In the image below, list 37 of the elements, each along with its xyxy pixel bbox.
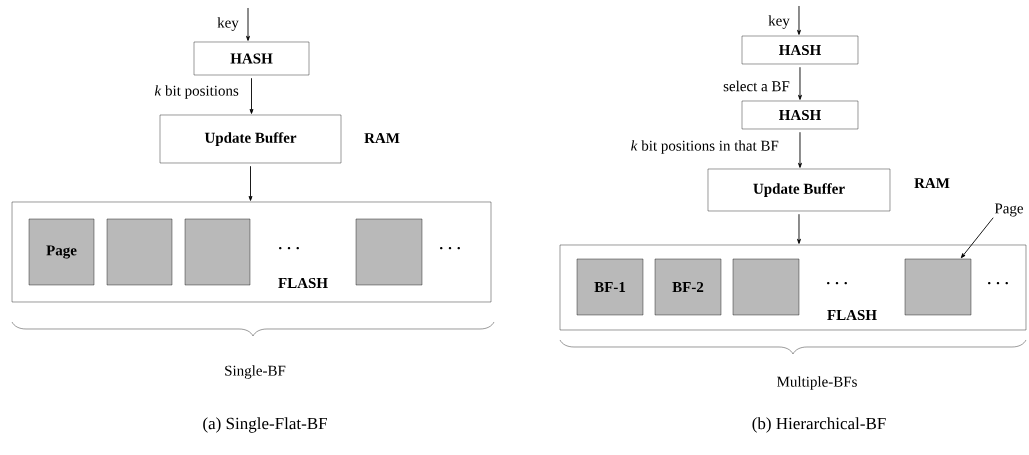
edge-label: k bit positions in that BF	[629, 139, 780, 155]
page-box	[184, 218, 251, 286]
arrow	[246, 7, 250, 41]
arrow	[249, 77, 254, 114]
edge-label: key	[767, 14, 791, 30]
page-box	[732, 258, 800, 316]
ellipsis: · · ·	[279, 246, 299, 250]
page-box: BF-2	[654, 258, 722, 316]
process-box: HASH	[741, 100, 859, 130]
memory-label: RAM	[914, 178, 950, 188]
page-box	[106, 218, 173, 286]
edge-label: key	[216, 16, 240, 32]
ellipsis: · · ·	[827, 281, 847, 285]
caption: (a) Single-Flat-BF	[203, 417, 327, 433]
page-box	[355, 218, 423, 286]
brace-label: Single-BF	[225, 365, 286, 379]
arrow	[248, 165, 253, 201]
page-box: BF-1	[576, 258, 644, 316]
page-box	[904, 258, 972, 316]
arrow	[798, 131, 802, 168]
callout-text: Page	[994, 203, 1024, 217]
caption: (b) Hierarchical-BF	[752, 417, 886, 433]
arrow	[960, 217, 994, 259]
ellipsis: · · ·	[988, 281, 1008, 285]
process-box: Update Buffer	[707, 168, 891, 212]
arrow	[797, 5, 801, 35]
edge-label: k bit positions	[153, 84, 240, 100]
arrow	[798, 66, 802, 100]
arrow	[797, 213, 801, 244]
process-box: HASH	[741, 35, 859, 65]
process-box: HASH	[193, 41, 310, 76]
brace-label: Multiple-BFs	[777, 376, 857, 390]
page-box: Page	[28, 218, 95, 286]
ellipsis: · · ·	[440, 246, 460, 250]
edge-label: select a BF	[722, 79, 791, 93]
process-box: Update Buffer	[159, 114, 342, 164]
memory-label: RAM	[364, 133, 400, 143]
